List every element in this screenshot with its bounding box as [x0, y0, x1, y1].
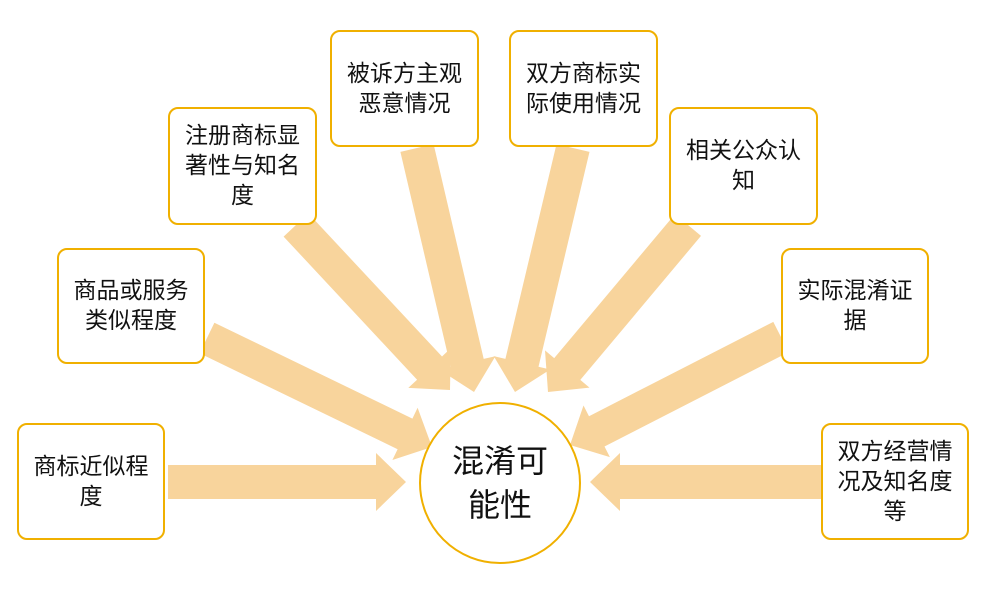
arrow-from-trademark-similarity [168, 453, 406, 511]
arrow-from-bad-faith [400, 144, 496, 392]
arrow-from-distinctiveness [283, 213, 451, 390]
arrow-from-public-perception [545, 214, 701, 392]
factor-box-bad-faith: 被诉方主观恶意情况 [330, 30, 479, 147]
arrow-from-goods-similarity [199, 322, 432, 460]
factor-label: 被诉方主观恶意情况 [347, 60, 462, 117]
factor-label: 相关公众认知 [686, 138, 801, 194]
center-label: 混淆可能性 [451, 442, 548, 524]
factor-box-public-perception: 相关公众认知 [669, 107, 818, 225]
center-node: 混淆可能性 [419, 402, 581, 564]
factor-label: 商品或服务类似程度 [73, 278, 189, 334]
factor-box-actual-use: 双方商标实际使用情况 [509, 30, 658, 147]
factor-box-business-status: 双方经营情况及知名度等 [821, 423, 969, 540]
factor-label: 注册商标显著性与知名度 [185, 123, 300, 209]
factor-label: 实际混淆证据 [797, 278, 913, 334]
factor-box-distinctiveness: 注册商标显著性与知名度 [168, 107, 317, 225]
factor-label: 商标近似程度 [33, 453, 149, 510]
factor-label: 双方商标实际使用情况 [526, 60, 641, 117]
arrow-from-business-status [590, 453, 821, 511]
factor-box-trademark-similarity: 商标近似程度 [17, 423, 165, 540]
arrow-from-actual-confusion [570, 321, 789, 458]
factor-box-goods-similarity: 商品或服务类似程度 [57, 248, 205, 364]
factor-box-actual-confusion: 实际混淆证据 [781, 248, 929, 364]
arrow-from-actual-use [493, 144, 590, 392]
factor-label: 双方经营情况及知名度等 [837, 438, 953, 525]
